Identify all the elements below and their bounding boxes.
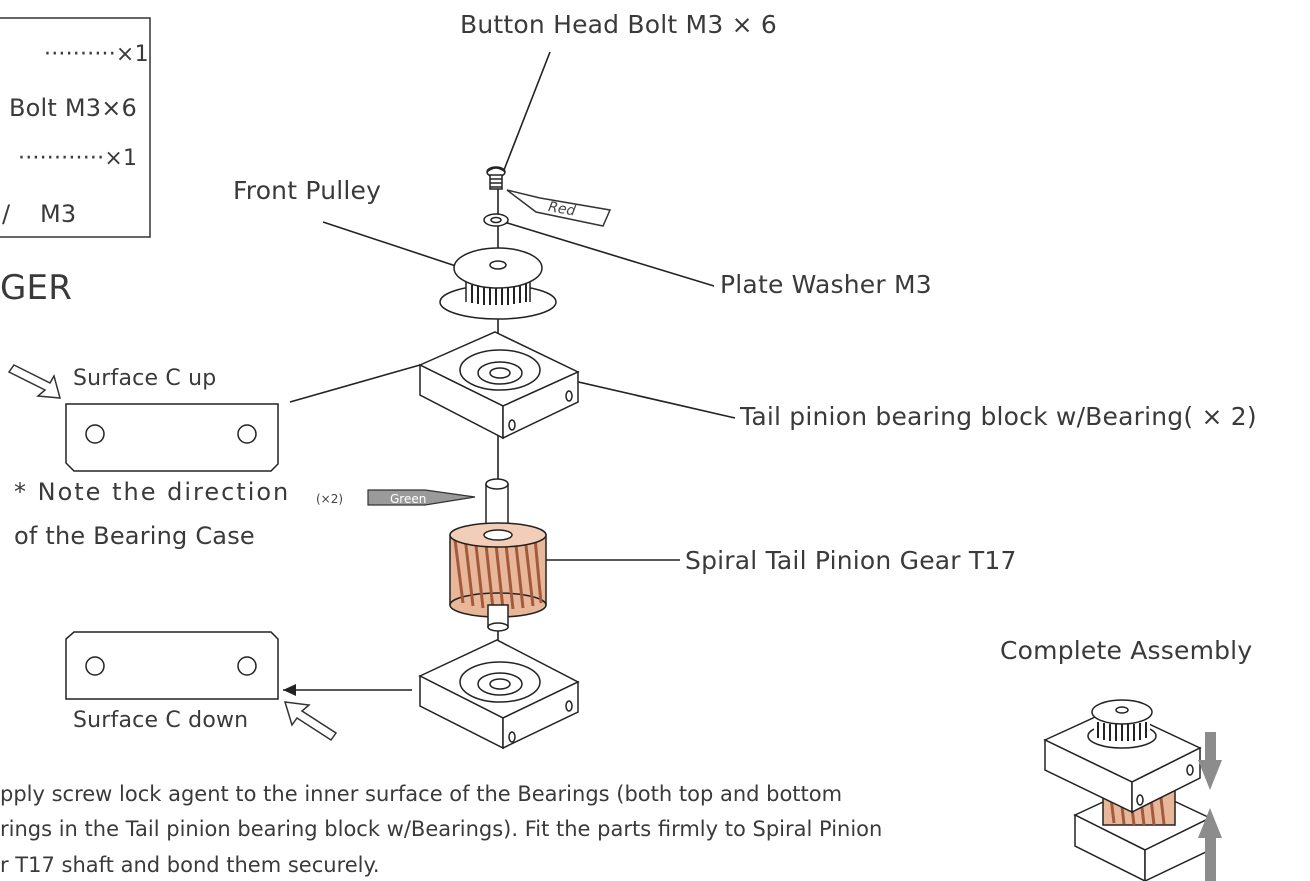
- parts-list-line-3: ············×1: [18, 146, 138, 171]
- surface-up-arrow-icon: [7, 364, 62, 399]
- spiral-pinion-gear-label: Spiral Tail Pinion Gear T17: [685, 546, 1017, 575]
- instruction-line-2: rings in the Tail pinion bearing block w…: [0, 817, 883, 841]
- tail-bearing-block-label: Tail pinion bearing block w/Bearing( × 2…: [740, 402, 1257, 431]
- button-head-bolt-icon: [486, 166, 506, 190]
- bearing-case-plate-up-icon: [65, 403, 279, 472]
- parts-list-box: [0, 17, 151, 238]
- complete-assembly-icon: [1043, 699, 1212, 881]
- red-tag-icon: Red: [506, 189, 612, 227]
- bottom-bearing-block-icon: [418, 639, 580, 750]
- section-heading: GER: [0, 268, 73, 308]
- direction-note-line-2: of the Bearing Case: [14, 522, 255, 550]
- parts-list-line-2: Bolt M3×6: [9, 94, 138, 122]
- green-tag-label: Green: [390, 492, 426, 506]
- parts-list-line-1: ··········×1: [44, 42, 149, 67]
- front-pulley-label: Front Pulley: [233, 176, 382, 205]
- complete-assembly-label: Complete Assembly: [1000, 636, 1253, 665]
- bearing-case-plate-down-icon: [65, 631, 279, 700]
- press-up-arrow-icon: [1198, 808, 1222, 881]
- press-down-arrow-icon: [1198, 732, 1222, 790]
- green-tag-quantity: (×2): [316, 492, 343, 506]
- surface-up-label: Surface C up: [73, 366, 217, 391]
- top-bearing-block-icon: [418, 331, 580, 440]
- bottom-plate-arrowhead-icon: [283, 684, 296, 696]
- spiral-pinion-gear-icon: [449, 478, 547, 632]
- surface-down-arrow-icon: [283, 701, 338, 742]
- plate-washer-label: Plate Washer M3: [720, 270, 932, 299]
- instruction-line-3: r T17 shaft and bond them securely.: [0, 853, 380, 877]
- parts-list-line-4-prefix: /: [2, 200, 11, 228]
- plate-washer-icon: [483, 213, 509, 227]
- front-pulley-icon: [439, 247, 557, 320]
- instruction-line-1: pply screw lock agent to the inner surfa…: [0, 782, 843, 806]
- surface-down-label: Surface C down: [73, 708, 249, 733]
- green-tag-icon: Green (×2): [316, 489, 476, 506]
- red-tag-label: Red: [547, 199, 577, 220]
- parts-list-line-4: M3: [40, 200, 77, 228]
- direction-note-line-1: * Note the direction: [14, 478, 291, 506]
- button-head-bolt-label: Button Head Bolt M3 × 6: [460, 10, 777, 39]
